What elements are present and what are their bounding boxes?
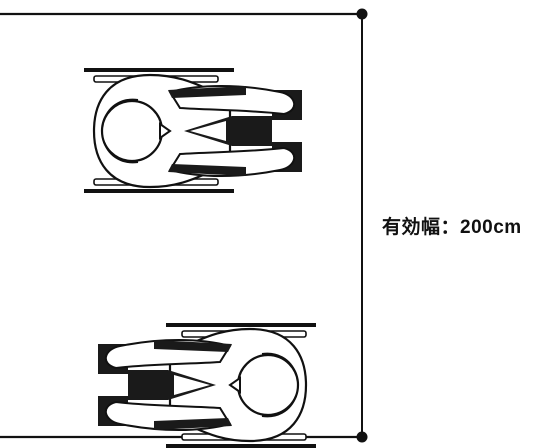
dimension-endpoint-top <box>356 8 368 20</box>
wheelchair-user-top <box>82 66 304 195</box>
effective-width-label: 有効幅：200cm <box>382 217 522 238</box>
wheelchair-user-bottom <box>96 321 318 448</box>
dimension-endpoint-bottom <box>356 431 368 443</box>
